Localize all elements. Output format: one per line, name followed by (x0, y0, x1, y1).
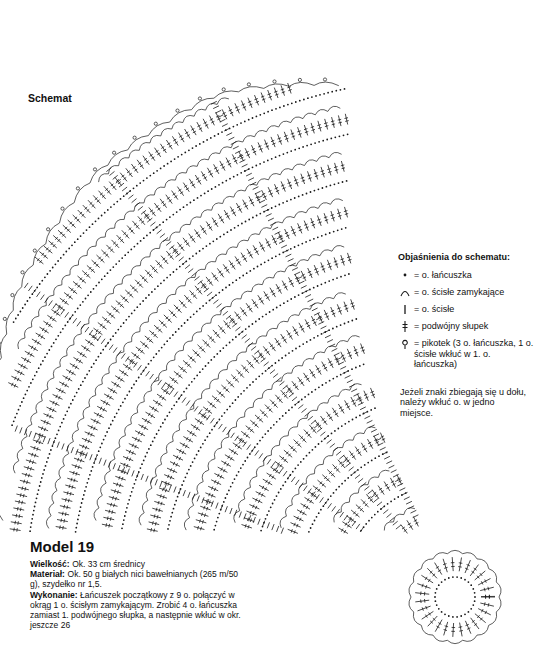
legend-symbol (398, 304, 414, 316)
legend-symbol (398, 338, 414, 350)
legend-item: = pikotek (3 o. łańcuszka, 1 o. ścisłe w… (398, 338, 534, 370)
note-text: Jeżeli znaki zbiegają się u dołu, należy… (400, 387, 530, 419)
stitch-symbol (403, 340, 408, 349)
model-title: Model 19 (30, 538, 94, 555)
legend-text: = o. łańcuszka (414, 270, 472, 281)
picot-loops (0, 78, 327, 510)
field-name: Wykonanie: (30, 590, 78, 600)
field-value: Ok. 33 cm średnicy (72, 559, 145, 569)
legend-item: = o. ścisłe (398, 304, 534, 316)
stitch-symbol (404, 274, 407, 277)
legend-text: = o. ścisłe (414, 304, 454, 315)
legend-symbol (398, 270, 414, 282)
stitch-symbol (401, 292, 409, 297)
legend-item: = podwójny słupek (398, 321, 534, 333)
description-paragraph: Wielkość:Ok. 33 cm średnicy (30, 559, 248, 569)
legend-item: = o. ścisłe zamykające (398, 287, 534, 299)
chart-heading: Schemat (28, 92, 72, 104)
legend-item: = o. łańcuszka (398, 270, 534, 282)
legend-heading: Objaśnienia do schematu: (398, 252, 534, 262)
description-paragraph: Materiał:Ok. 50 g białych nici bawełnian… (30, 569, 248, 589)
description: Wielkość:Ok. 33 cm średnicyMateriał:Ok. … (30, 559, 248, 630)
legend-symbol (398, 321, 414, 333)
legend-text: = o. ścisłe zamykające (414, 287, 504, 298)
legend-symbol (398, 287, 414, 299)
legend-text: = podwójny słupek (414, 321, 488, 332)
description-paragraph: Wykonanie:Łańcuszek początkowy z 9 o. po… (30, 590, 248, 631)
stitch-symbol (404, 305, 405, 314)
field-name: Wielkość: (30, 559, 70, 569)
legend-text: = pikotek (3 o. łańcuszka, 1 o. ścisłe w… (414, 338, 534, 370)
stitch-symbol (403, 321, 408, 332)
chain-stitch-dots (11, 88, 476, 618)
field-name: Materiał: (30, 569, 65, 579)
